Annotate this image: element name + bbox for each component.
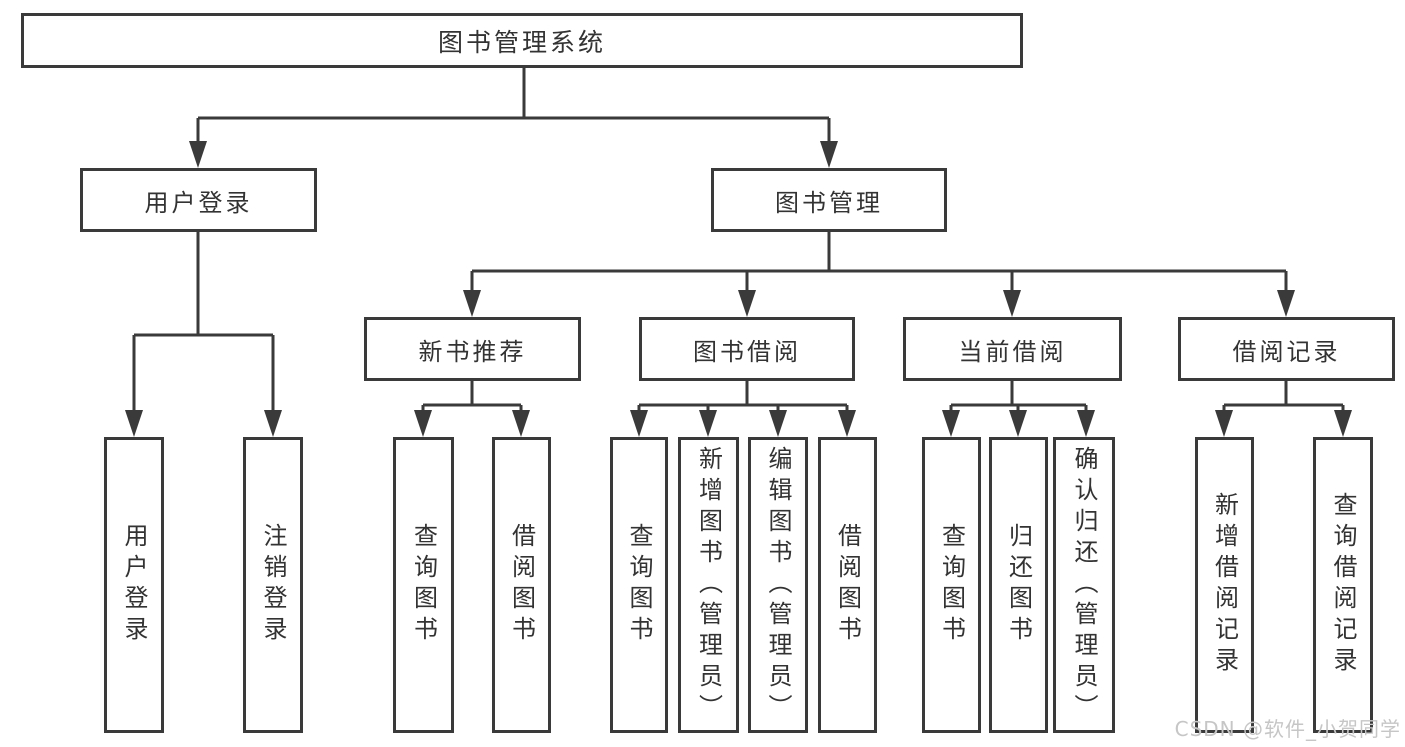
node-label: 查询借阅记录 (1329, 492, 1357, 678)
csdn-watermark: CSDN @软件_小贺同学 (1174, 717, 1401, 741)
leaf-borrow-book-2: 借阅图书 (818, 437, 877, 733)
arrowhead-down-icon (463, 290, 481, 317)
arrowhead-down-icon (264, 410, 282, 437)
connector-lines (132, 68, 1345, 412)
arrowhead-down-icon (838, 410, 856, 437)
arrowhead-down-icon (414, 410, 432, 437)
arrowhead-down-icon (1003, 290, 1021, 317)
node-label: 借阅记录 (1232, 337, 1341, 366)
arrowhead-down-icon (512, 410, 530, 437)
leaf-confirm-return-admin: 确认归还（管理员） (1053, 437, 1115, 733)
arrowhead-down-icon (1277, 290, 1295, 317)
node-borrow-records: 借阅记录 (1178, 317, 1395, 381)
leaf-query-book-3: 查询图书 (922, 437, 981, 733)
arrowhead-down-icon (738, 290, 756, 317)
node-label: 新增图书（管理员） (694, 445, 723, 725)
leaf-logout: 注销登录 (243, 437, 303, 733)
node-label: 图书管理 (775, 188, 883, 217)
node-label: 图书借阅 (693, 337, 801, 366)
node-label: 编辑图书（管理员） (764, 445, 792, 725)
node-label: 查询图书 (937, 523, 966, 647)
arrowhead-down-icon (1077, 410, 1095, 437)
node-label: 用户登录 (120, 523, 148, 647)
leaf-query-book-2: 查询图书 (610, 437, 668, 733)
leaf-query-borrow-record: 查询借阅记录 (1313, 437, 1373, 733)
leaf-borrow-book-1: 借阅图书 (492, 437, 551, 733)
node-label: 当前借阅 (958, 337, 1067, 366)
leaf-add-borrow-record: 新增借阅记录 (1195, 437, 1254, 733)
arrowhead-down-icon (942, 410, 960, 437)
node-book-management: 图书管理 (711, 168, 947, 232)
node-system-root: 图书管理系统 (21, 13, 1023, 68)
node-label: 新增借阅记录 (1210, 492, 1239, 678)
node-label: 用户登录 (144, 188, 253, 217)
node-book-borrowing: 图书借阅 (639, 317, 855, 381)
node-label: 归还图书 (1004, 523, 1033, 647)
arrowhead-down-icon (125, 410, 143, 437)
node-label: 查询图书 (625, 523, 653, 647)
arrowhead-down-icon (630, 410, 648, 437)
leaf-user-login: 用户登录 (104, 437, 164, 733)
arrowhead-down-icon (820, 141, 838, 168)
leaf-query-book-1: 查询图书 (393, 437, 454, 733)
node-label: 借阅图书 (507, 523, 536, 647)
node-new-book-recommend: 新书推荐 (364, 317, 581, 381)
node-user-login: 用户登录 (80, 168, 317, 232)
node-label: 新书推荐 (418, 337, 527, 366)
leaf-edit-book-admin: 编辑图书（管理员） (748, 437, 808, 733)
arrowhead-down-icon (189, 141, 207, 168)
node-current-borrowing: 当前借阅 (903, 317, 1122, 381)
node-label: 确认归还（管理员） (1070, 445, 1098, 725)
arrowhead-down-icon (769, 410, 787, 437)
arrowhead-down-icon (1215, 410, 1233, 437)
leaf-return-book: 归还图书 (989, 437, 1048, 733)
leaf-add-book-admin: 新增图书（管理员） (678, 437, 739, 733)
node-label: 借阅图书 (833, 523, 862, 647)
arrowhead-down-icon (1009, 410, 1027, 437)
node-label: 注销登录 (259, 523, 287, 647)
arrowhead-down-icon (1334, 410, 1352, 437)
node-label: 图书管理系统 (437, 27, 606, 57)
node-label: 查询图书 (409, 523, 438, 647)
arrowhead-down-icon (699, 410, 717, 437)
